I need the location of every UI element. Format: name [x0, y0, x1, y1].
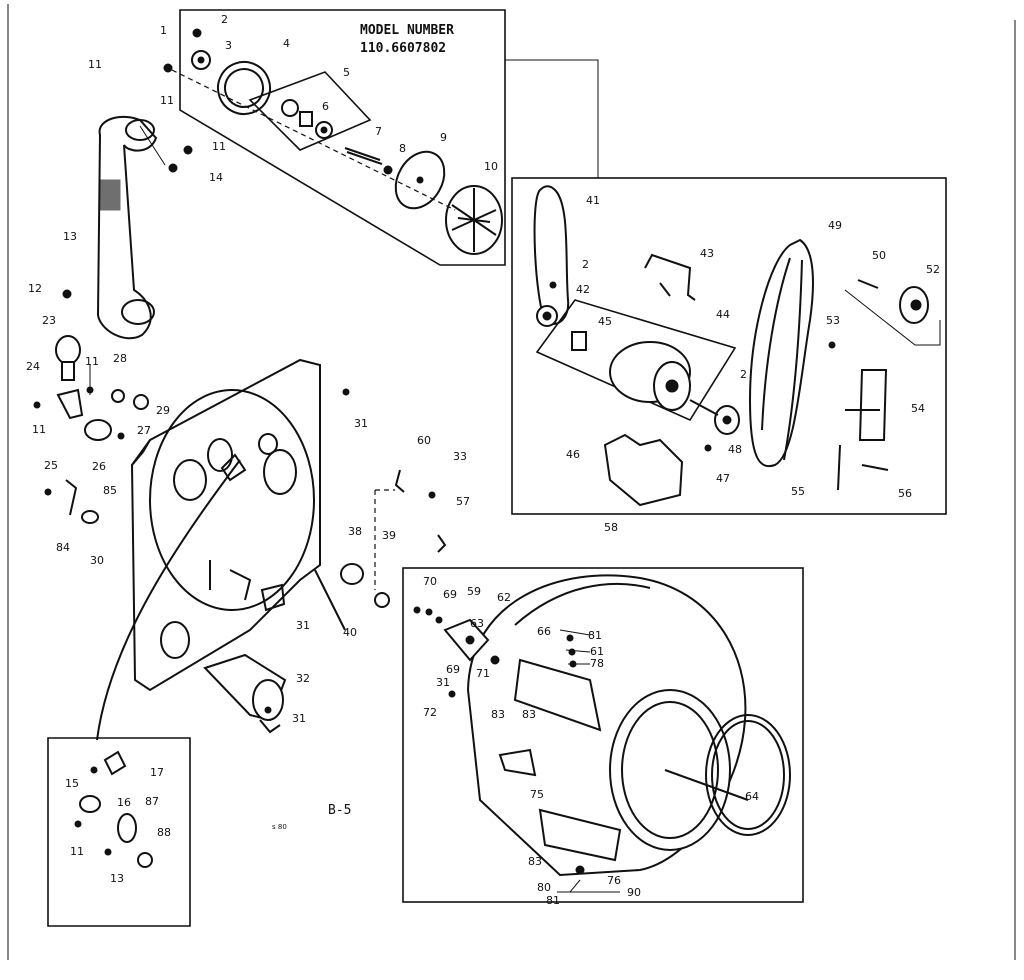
callout-label: 43 [700, 247, 714, 260]
callout-label: 2 [740, 368, 747, 381]
callout-label: 66 [537, 625, 551, 638]
callout-label: 84 [56, 541, 70, 554]
callout-label: 80 [537, 881, 551, 894]
callout-label: 78 [590, 657, 604, 670]
callout-label: 7 [375, 125, 382, 138]
callout-label: 71 [476, 667, 490, 680]
callout-label: 44 [716, 308, 730, 321]
callout-label: 76 [607, 874, 621, 887]
callout-label: 23 [42, 314, 56, 327]
callout-label: 47 [716, 472, 730, 485]
callout-label: 1 [160, 24, 167, 37]
callout-label: 49 [828, 219, 842, 232]
callout-label: 24 [26, 360, 40, 373]
callout-label: 72 [423, 706, 437, 719]
callout-label: 16 [117, 796, 131, 809]
callout-label: 88 [157, 826, 171, 839]
callout-label: 41 [586, 194, 600, 207]
callout-label: 58 [604, 521, 618, 534]
callout-label: 13 [63, 230, 77, 243]
callout-label: 9 [440, 131, 447, 144]
callout-label: 29 [156, 404, 170, 417]
callout-label: 87 [145, 795, 159, 808]
callout-label: 11 [88, 58, 102, 71]
callout-label: 50 [872, 249, 886, 262]
callout-label: 59 [467, 585, 481, 598]
callout-label: 56 [898, 487, 912, 500]
callout-label: 81 [588, 629, 602, 642]
callout-label: 40 [343, 626, 357, 639]
callout-label: 83 [522, 708, 536, 721]
callout-label: 30 [90, 554, 104, 567]
callout-label: 83 [491, 708, 505, 721]
callout-label: 11 [85, 355, 99, 368]
front-bulkhead [96, 358, 350, 741]
callout-label: 11 [70, 845, 84, 858]
callout-label: 2 [221, 13, 228, 26]
callout-label: 11 [160, 94, 174, 107]
callout-label: 42 [576, 283, 590, 296]
callout-label: 54 [911, 402, 925, 415]
fine-print: s 80 [272, 823, 287, 831]
callout-label: 45 [598, 315, 612, 328]
callout-label: 61 [590, 645, 604, 658]
blower-panel: MODEL NUMBER 110.6607802 [62, 9, 506, 340]
callout-label: 69 [443, 588, 457, 601]
callout-label: 63 [470, 617, 484, 630]
callout-label: 15 [65, 777, 79, 790]
callout-label: 57 [456, 495, 470, 508]
callout-label: 60 [417, 434, 431, 447]
callout-label: 75 [530, 788, 544, 801]
callout-label: 46 [566, 448, 580, 461]
callout-label: 31 [354, 417, 368, 430]
callout-label: 11 [32, 423, 46, 436]
model-number-label: MODEL NUMBER [360, 23, 454, 38]
callout-label: 48 [728, 443, 742, 456]
callout-label: 11 [212, 140, 226, 153]
switch-panel [47, 737, 191, 927]
callout-label: 53 [826, 314, 840, 327]
callout-label: 52 [926, 263, 940, 276]
callout-label: 14 [209, 171, 223, 184]
motor-panel [505, 59, 947, 515]
callout-label: 83 [528, 855, 542, 868]
callout-labels: 1 2 3 4 5 6 7 8 9 10 11 11 11 11 12 13 1… [26, 13, 940, 907]
drum-panel [402, 567, 804, 903]
callout-label: 3 [225, 39, 232, 52]
callout-label: 8 [399, 142, 406, 155]
callout-label: 64 [745, 790, 759, 803]
callout-label: 25 [44, 459, 58, 472]
callout-label: 17 [150, 766, 164, 779]
callout-label: 31 [292, 712, 306, 725]
callout-label: 5 [343, 66, 350, 79]
callout-label: 13 [110, 872, 124, 885]
lamp-parts [33, 335, 149, 524]
callout-label: 85 [103, 484, 117, 497]
callout-label: 32 [296, 672, 310, 685]
model-number-value: 110.6607802 [360, 41, 446, 56]
callout-label: 2 [582, 258, 589, 271]
callout-label: 6 [322, 100, 329, 113]
middle-parts [314, 469, 447, 631]
callout-label: 38 [348, 525, 362, 538]
callout-label: 33 [453, 450, 467, 463]
callout-label: 55 [791, 485, 805, 498]
figure-code: B-5 [328, 803, 351, 818]
callout-label: 62 [497, 591, 511, 604]
callout-label: 69 [446, 663, 460, 676]
callout-label: 90 [627, 886, 641, 899]
callout-label: 10 [484, 160, 498, 173]
callout-label: 12 [28, 282, 42, 295]
callout-label: 39 [382, 529, 396, 542]
callout-label: 81 [546, 894, 560, 907]
callout-label: 31 [436, 676, 450, 689]
callout-label: 4 [283, 37, 290, 50]
callout-label: 28 [113, 352, 127, 365]
callout-label: 26 [92, 460, 106, 473]
callout-label: 31 [296, 619, 310, 632]
callout-label: 27 [137, 424, 151, 437]
callout-label: 70 [423, 575, 437, 588]
